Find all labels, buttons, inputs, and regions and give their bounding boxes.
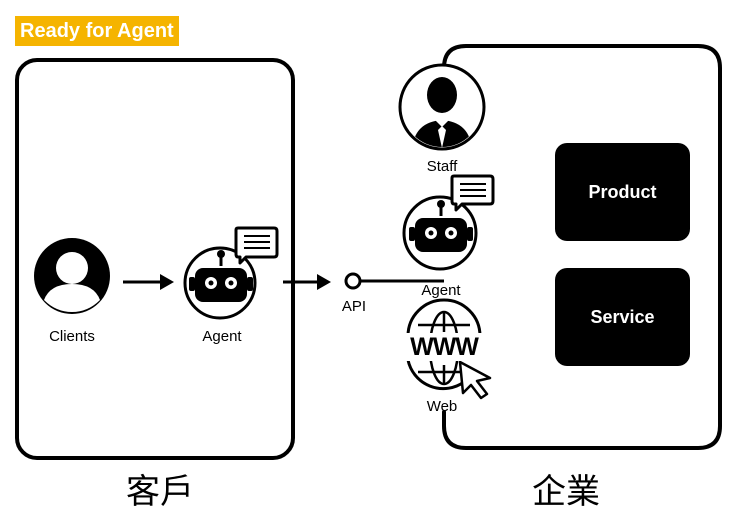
staff-user-icon: [398, 63, 486, 151]
cursor-arrow-icon: [458, 360, 492, 400]
customer-agent-icon: [183, 246, 257, 320]
service-block: Service: [555, 268, 690, 366]
product-block: Product: [555, 143, 690, 241]
customer-agent-chat-icon: [234, 226, 279, 265]
web-label: Web: [426, 398, 458, 415]
enterprise-agent-label: Agent: [421, 282, 461, 299]
customer-title: 客戶: [126, 472, 194, 512]
enterprise-agent-chat-icon: [450, 174, 495, 212]
ready-for-agent-badge: Ready for Agent: [15, 16, 179, 46]
clients-user-icon: [34, 238, 110, 314]
api-label: API: [341, 298, 367, 315]
www-text: WWW: [398, 333, 490, 361]
customer-panel: [15, 58, 295, 460]
clients-label: Clients: [49, 328, 95, 345]
enterprise-agent-icon: [402, 195, 478, 271]
arrow-agent-to-api: [283, 274, 331, 290]
api-connector: [344, 272, 444, 290]
enterprise-title: 企業: [532, 472, 600, 512]
arrow-clients-to-agent: [123, 274, 174, 290]
customer-agent-label: Agent: [202, 328, 242, 345]
staff-label: Staff: [426, 158, 458, 175]
